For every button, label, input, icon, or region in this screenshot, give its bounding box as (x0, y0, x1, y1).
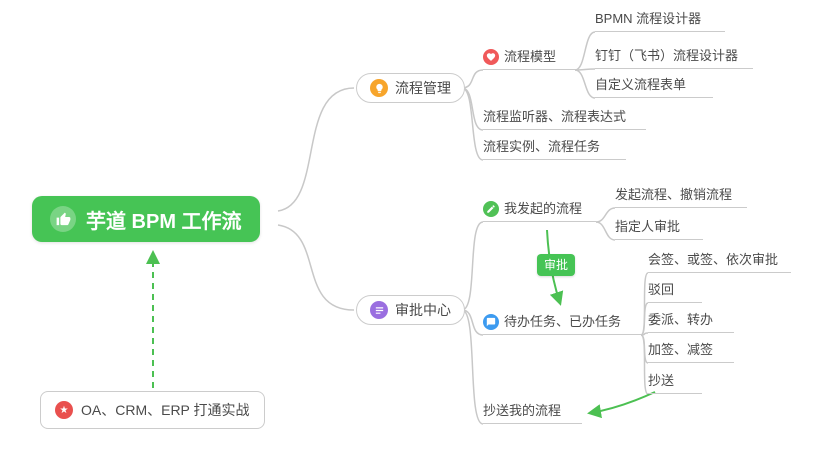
node-listener-expression-label: 流程监听器、流程表达式 (483, 109, 627, 124)
leaf-addsign-subsign-label: 加签、减签 (648, 342, 714, 357)
leaf-countersign-label: 会签、或签、依次审批 (648, 252, 779, 267)
leaf-initiate-cancel[interactable]: 发起流程、撤销流程 (615, 187, 747, 208)
tree-connectors (277, 31, 649, 425)
star-icon: ★ (55, 401, 73, 419)
branch-approval-center-label: 审批中心 (395, 302, 451, 318)
leaf-cc-label: 抄送 (648, 373, 675, 388)
cc-flow-arrow (587, 391, 656, 419)
branch-approval-center[interactable]: 审批中心 (356, 295, 465, 325)
leaf-bpmn-designer[interactable]: BPMN 流程设计器 (595, 11, 725, 32)
leaf-dingtalk-designer[interactable]: 钉钉（飞书）流程设计器 (595, 48, 753, 69)
leaf-custom-form-label: 自定义流程表单 (595, 77, 687, 92)
approval-badge-label: 审批 (544, 258, 569, 272)
node-todo-done[interactable]: 待办任务、已办任务 (483, 314, 641, 335)
node-my-initiated-label: 我发起的流程 (504, 201, 583, 216)
practice-label: OA、CRM、ERP 打通实战 (81, 402, 250, 418)
node-cc-my-process-label: 抄送我的流程 (483, 403, 562, 418)
leaf-custom-form[interactable]: 自定义流程表单 (595, 77, 713, 98)
leaf-bpmn-designer-label: BPMN 流程设计器 (595, 11, 702, 26)
lightbulb-icon (370, 79, 388, 97)
node-my-initiated[interactable]: 我发起的流程 (483, 201, 596, 222)
leaf-initiate-cancel-label: 发起流程、撤销流程 (615, 187, 733, 202)
node-process-model-label: 流程模型 (504, 49, 557, 64)
thumbs-up-icon (50, 206, 76, 232)
pencil-icon (483, 201, 499, 217)
leaf-assignee-approve[interactable]: 指定人审批 (615, 219, 703, 240)
leaf-reject-label: 驳回 (648, 282, 675, 297)
leaf-reject[interactable]: 驳回 (648, 282, 702, 303)
node-process-model[interactable]: 流程模型 (483, 49, 575, 70)
node-todo-done-label: 待办任务、已办任务 (504, 314, 622, 329)
heart-icon (483, 49, 499, 65)
practice-node[interactable]: ★ OA、CRM、ERP 打通实战 (40, 391, 265, 429)
leaf-delegate-transfer[interactable]: 委派、转办 (648, 312, 734, 333)
approval-badge: 审批 (537, 254, 576, 276)
list-icon (370, 301, 388, 319)
root-label: 芋道 BPM 工作流 (86, 210, 242, 233)
node-instance-task[interactable]: 流程实例、流程任务 (483, 139, 626, 160)
branch-process-management[interactable]: 流程管理 (356, 73, 465, 103)
leaf-assignee-approve-label: 指定人审批 (615, 219, 681, 234)
leaf-addsign-subsign[interactable]: 加签、减签 (648, 342, 734, 363)
node-cc-my-process[interactable]: 抄送我的流程 (483, 403, 582, 424)
branch-process-management-label: 流程管理 (395, 80, 451, 96)
leaf-cc[interactable]: 抄送 (648, 373, 702, 394)
node-listener-expression[interactable]: 流程监听器、流程表达式 (483, 109, 646, 130)
leaf-dingtalk-designer-label: 钉钉（飞书）流程设计器 (595, 48, 739, 63)
chat-bubble-icon (483, 314, 499, 330)
node-instance-task-label: 流程实例、流程任务 (483, 139, 601, 154)
leaf-delegate-transfer-label: 委派、转办 (648, 312, 714, 327)
leaf-countersign[interactable]: 会签、或签、依次审批 (648, 252, 791, 273)
root-node[interactable]: 芋道 BPM 工作流 (32, 196, 260, 242)
